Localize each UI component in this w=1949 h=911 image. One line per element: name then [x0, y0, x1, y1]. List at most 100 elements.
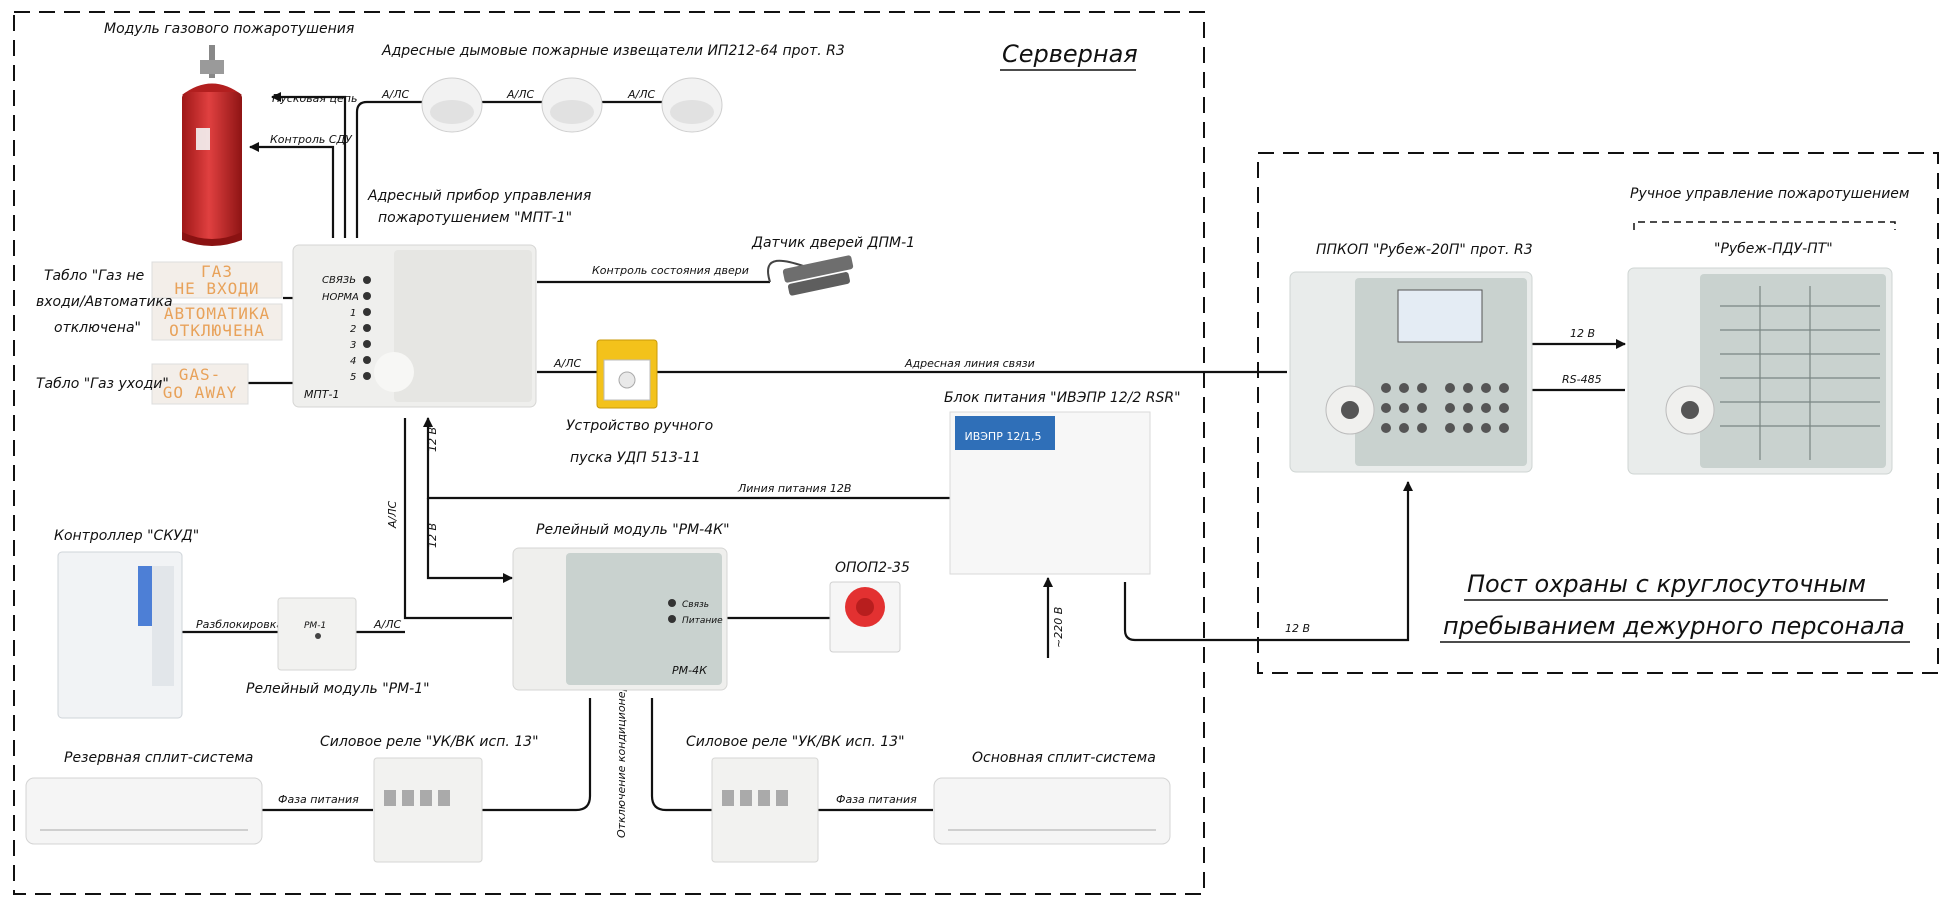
manual-control-label: Ручное управление пожаротушением: [1630, 186, 1910, 202]
rm4k-led-label-1: Питание: [682, 616, 723, 626]
label-12v-psu-ppkop: 12 В: [1285, 622, 1310, 635]
wire-ac-off-left: [482, 698, 592, 812]
rm4k-label: Релейный модуль "РМ-4К": [536, 522, 730, 538]
smoke-detector-2: [541, 77, 603, 133]
mpt-1-device: [292, 244, 537, 408]
sign-auto-display-line1: АВТОМАТИКА: [164, 304, 270, 323]
label-address-line: Адресная линия связи: [904, 357, 1035, 370]
label-12v-pdu: 12 В: [1570, 327, 1595, 340]
psu-badge: ИВЭПР 12/1,5: [964, 430, 1041, 443]
smoke-detector-1: [421, 77, 483, 133]
rm1-label: Релейный модуль "РМ-1": [246, 681, 430, 697]
sign-auto-display: АВТОМАТИКА ОТКЛЮЧЕНА: [151, 303, 283, 341]
label-door-control: Контроль состояния двери: [592, 264, 749, 277]
label-als-smoke: А/ЛС: [381, 88, 410, 101]
pdu-device: [1627, 267, 1893, 475]
sign-gas-label-line3: отключена": [54, 320, 141, 336]
rm4k-led-label-0: Связь: [682, 600, 709, 610]
sign-gas-label-line1: Табло "Газ не: [44, 268, 144, 284]
mpt-led-label-1: НОРМА: [322, 292, 359, 303]
guard-post-title-line1: Пост охраны с круглосуточным: [1467, 570, 1866, 598]
mpt-led-label-4: 3: [350, 340, 356, 351]
wire-start-circuit: [271, 92, 347, 238]
mpt-1-label-line1: Адресный прибор управления: [367, 188, 591, 204]
wires: [182, 92, 1626, 812]
label-12v-vertical-2: 12 В: [426, 523, 439, 548]
skud-device: [57, 551, 183, 719]
ppkop-device: [1289, 271, 1533, 473]
wire-12v-rm4k: [426, 498, 513, 583]
label-phase-right: Фаза питания: [836, 793, 917, 806]
server-room-title: Серверная: [1002, 40, 1138, 68]
label-sdu-control: Контроль СДУ: [270, 133, 353, 146]
relay-left-device: [373, 757, 483, 863]
label-power-line: Линия питания 12В: [737, 482, 851, 495]
rm4k-device: [512, 547, 728, 691]
label-als-vertical: А/ЛС: [386, 500, 399, 529]
mpt-led-label-6: 5: [350, 372, 356, 383]
reserve-split-unit: [25, 777, 263, 845]
sign-gas-label-line2: входи/Автоматика: [36, 294, 173, 310]
mpt-led-label-5: 4: [350, 356, 356, 367]
label-220v: ~220 В: [1052, 607, 1065, 648]
wire-sdu-control: [249, 142, 335, 238]
mpt-led-label-2: 1: [350, 308, 356, 319]
label-phase-left: Фаза питания: [278, 793, 359, 806]
gas-module-label: Модуль газового пожаротушения: [104, 21, 354, 37]
mpt-1-label-line2: пожаротушением "МПТ-1": [378, 210, 572, 226]
server-room-frame: [13, 11, 1205, 895]
reserve-split-label: Резервная сплит-система: [64, 750, 253, 766]
udp-device: [596, 339, 658, 409]
ppkop-label: ППКОП "Рубеж-20П" прот. R3: [1316, 242, 1533, 258]
rm1-device: [277, 597, 357, 671]
relay-right-device: [711, 757, 819, 863]
label-12v-vertical-1: 12 В: [426, 427, 439, 452]
label-als-smoke3: А/ЛС: [627, 88, 656, 101]
sign-auto-display-line2: ОТКЛЮЧЕНА: [169, 321, 265, 340]
psu-label: Блок питания "ИВЭПР 12/2 RSR": [944, 390, 1181, 406]
skud-label: Контроллер "СКУД": [54, 528, 199, 544]
wire-smoke-als: [355, 100, 425, 238]
sign-gas-display-line2: НЕ ВХОДИ: [174, 279, 259, 298]
guard-post-frame: [1257, 152, 1939, 674]
opop-label: ОПОП2-35: [835, 560, 910, 576]
gas-cylinder: [182, 45, 242, 246]
main-split-label: Основная сплит-система: [972, 750, 1156, 766]
rm4k-body-label: РМ-4К: [672, 664, 708, 677]
label-ac-off: Отключение кондиционеров: [615, 671, 628, 838]
main-split-unit: [933, 777, 1171, 845]
label-rs485: RS-485: [1562, 373, 1602, 386]
label-start-circuit: Пусковая цепь: [272, 92, 357, 105]
label-als-udp: А/ЛС: [553, 357, 582, 370]
wire-psu-ppkop: [1123, 481, 1413, 642]
udp-label-line2: пуска УДП 513-11: [570, 450, 701, 466]
label-als-rm1: А/ЛС: [373, 618, 402, 631]
psu-device: ИВЭПР 12/1,5: [949, 411, 1151, 575]
relay-right-label: Силовое реле "УК/ВК исп. 13": [686, 734, 905, 750]
opop-device: [829, 581, 901, 653]
guard-post-title-line2: пребыванием дежурного персонала: [1443, 612, 1905, 640]
smoke-detectors-label: Адресные дымовые пожарные извещатели ИП2…: [381, 43, 845, 59]
door-sensor-label: Датчик дверей ДПМ-1: [751, 235, 915, 251]
label-als-smoke2: А/ЛС: [506, 88, 535, 101]
sign-goaway-display: GAS- GO AWAY: [151, 363, 249, 405]
sign-gas-display: ГАЗ НЕ ВХОДИ: [151, 261, 283, 299]
mpt-1-leds: СВЯЗЬ НОРМА 1 2 3 4 5: [322, 275, 371, 383]
manual-control-bracket: [1633, 221, 1896, 230]
mpt-led-label-3: 2: [350, 324, 356, 335]
smoke-detector-3: [661, 77, 723, 133]
mpt-led-label-0: СВЯЗЬ: [322, 275, 356, 286]
rm1-body-label: РМ-1: [304, 621, 326, 631]
sign-gas-display-line1: ГАЗ: [201, 262, 233, 281]
sign-goaway-display-line2: GO AWAY: [163, 383, 237, 402]
udp-label-line1: Устройство ручного: [566, 418, 713, 434]
door-sensor-device: [767, 255, 854, 296]
wire-ac-off-right: [650, 698, 712, 812]
wire-labels: Пусковая цепь Контроль СДУ А/ЛС А/ЛС А/Л…: [196, 88, 1602, 838]
pdu-label: "Рубеж-ПДУ-ПТ": [1714, 241, 1833, 257]
relay-left-label: Силовое реле "УК/ВК исп. 13": [320, 734, 539, 750]
sign-goaway-label: Табло "Газ уходи": [36, 376, 169, 392]
sign-goaway-display-line1: GAS-: [179, 365, 222, 384]
wire-als-rm: [403, 418, 512, 620]
